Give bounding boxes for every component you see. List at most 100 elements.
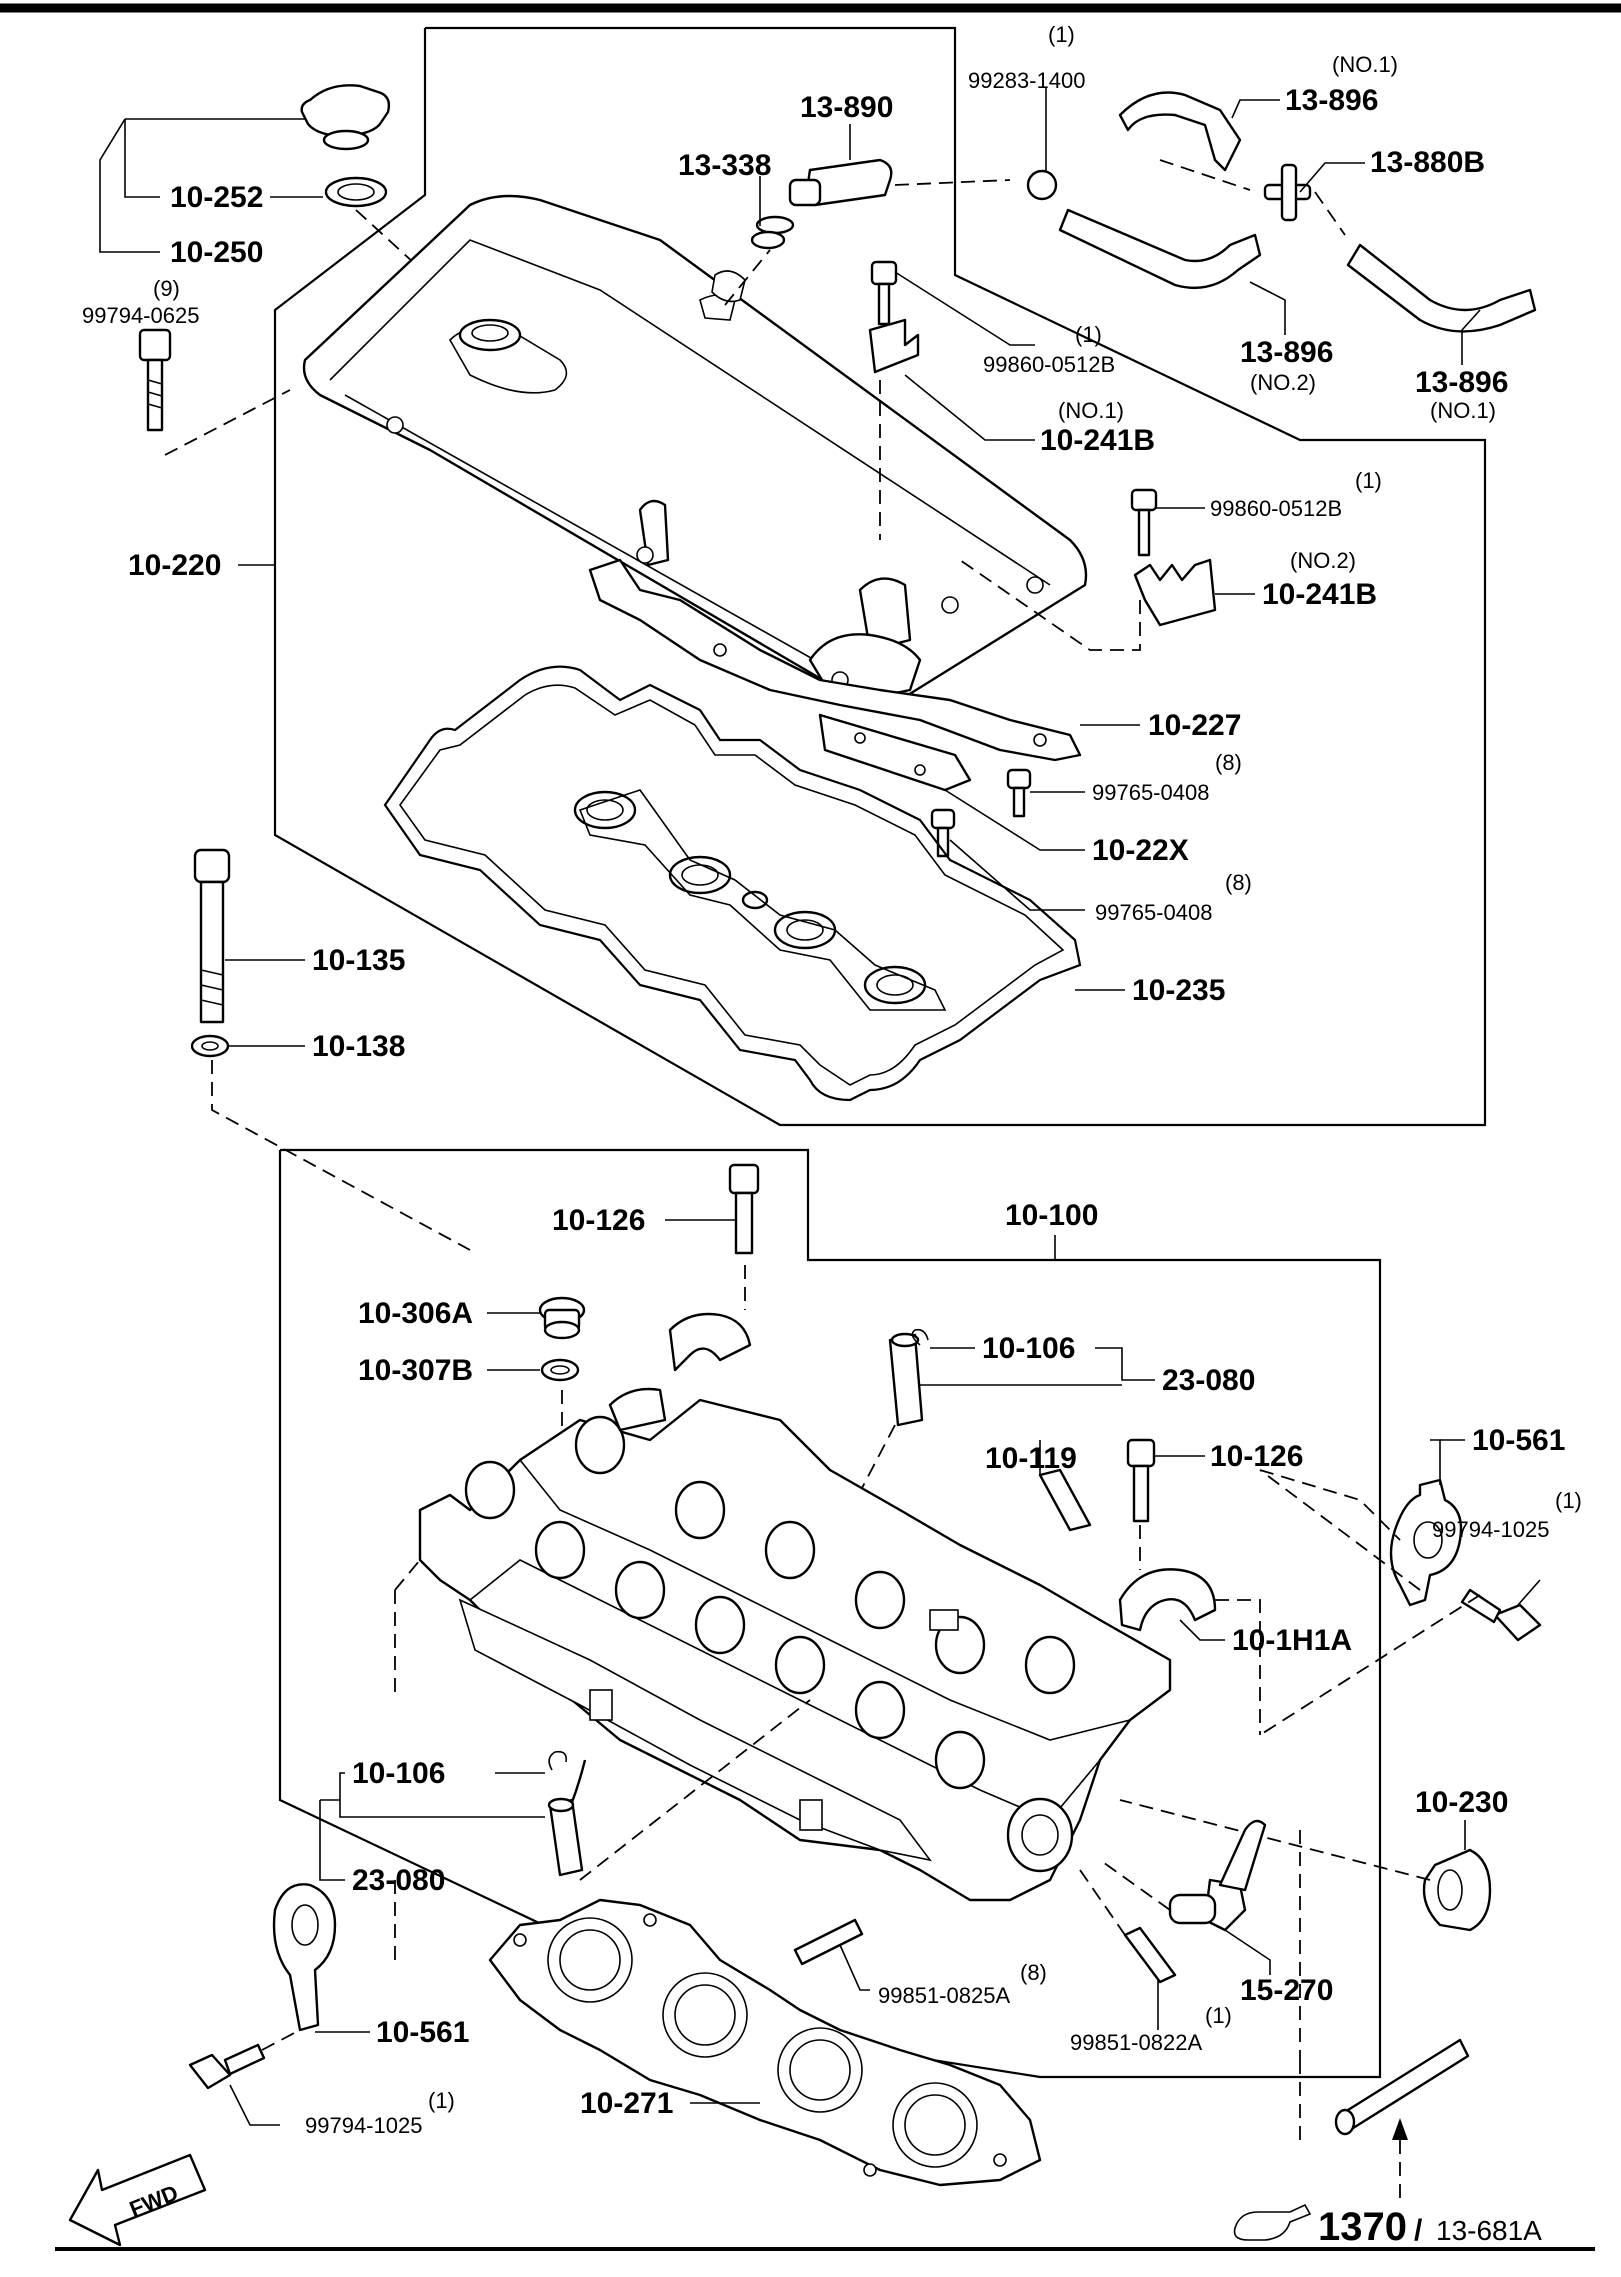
cylinder-head: [418, 1312, 1172, 1902]
dash-stud: [1079, 1869, 1126, 1936]
hand-pointer-icon: [1233, 2203, 1312, 2241]
label-10-241B-b: 10-241B: [1262, 578, 1377, 611]
label-10-135: 10-135: [312, 944, 405, 977]
label-10-1H1A: 10-1H1A: [1232, 1624, 1352, 1657]
dash-bracket-right-c: [1259, 1469, 1401, 1541]
leader-23-080-bot: [339, 1772, 545, 1818]
water-fitting: [1168, 1819, 1267, 1932]
reference-sub[interactable]: 13-681A: [1436, 2215, 1542, 2246]
stud-10-119: [1038, 1468, 1092, 1532]
label-10-235: 10-235: [1132, 974, 1225, 1007]
label-99851-0822A: 99851-0822A: [1070, 2030, 1202, 2055]
leader-13-896-mid: [1249, 281, 1286, 335]
leader-10-252: [124, 119, 160, 198]
label-10-241B-a: 10-241B: [1040, 424, 1155, 457]
label-99283: 99283-1400: [968, 68, 1085, 93]
plug-10-306a: [538, 1296, 586, 1340]
screw-99765-b: [930, 808, 956, 858]
label-13-896-mid: 13-896: [1240, 336, 1333, 369]
fwd-arrow-icon: [68, 2153, 207, 2247]
label-99765-b: 99765-0408: [1095, 900, 1212, 925]
cover-assembly-box: [273, 26, 1487, 1127]
plug-10-230: [1422, 1848, 1492, 1932]
label-10-250: 10-250: [170, 236, 263, 269]
stud-99851-0822a: [1123, 1926, 1177, 1984]
gasket-10-22x: [818, 713, 972, 792]
bolt-99794-1025-left: [188, 2043, 266, 2090]
leader-13-896-right: [1461, 309, 1481, 365]
label-10-241B-a-sub: (NO.1): [1058, 398, 1124, 423]
label-10-119: 10-119: [985, 1442, 1077, 1475]
leader-15-270: [1224, 1929, 1271, 1975]
label-10-230: 10-230: [1415, 1786, 1508, 1819]
leader-13-896-top: [1231, 99, 1280, 119]
valve-seal-top: [888, 1328, 929, 1427]
harness-bracket-no1: [868, 260, 920, 374]
label-10-126-top: 10-126: [552, 1204, 645, 1237]
label-99794-0625: 99794-0625: [82, 303, 199, 328]
dash-bolt-to-head: [211, 1060, 471, 1251]
pcv-hoses: [1026, 91, 1537, 333]
label-99860-b-qty: (1): [1355, 468, 1382, 493]
cylinder-head-cover: [302, 194, 1088, 705]
dash-bracket-b: [959, 559, 1141, 651]
label-99851-0825A-qty: (8): [1020, 1960, 1047, 1985]
bolt-99794-0625: [138, 328, 172, 432]
label-99765-a: 99765-0408: [1092, 780, 1209, 805]
label-13-896-right: 13-896: [1415, 366, 1508, 399]
head-assembly-box: [278, 1148, 1382, 2079]
dash-bolt-to-cover: [164, 389, 291, 456]
label-99794-0625-qty: (9): [153, 276, 180, 301]
label-10-106-top: 10-106: [982, 1332, 1075, 1365]
cam-cap-10-1h1a: [1118, 1568, 1217, 1632]
head-bolt: [193, 848, 231, 1024]
label-10-220: 10-220: [128, 549, 221, 582]
leader-13-880B: [1299, 162, 1365, 193]
label-13-896-top: 13-896: [1285, 84, 1378, 117]
label-15-270: 15-270: [1240, 1974, 1333, 2007]
reference-page[interactable]: 1370: [1318, 2205, 1407, 2249]
dash-pcv: [724, 249, 771, 306]
arrow-head-pipe: [1392, 2118, 1408, 2140]
stud-99851-0825a: [793, 1918, 864, 1966]
label-99860-a-qty: (1): [1075, 322, 1102, 347]
bracket-10-561-left: [272, 1883, 337, 2032]
dash-pcv-hose: [894, 179, 1011, 186]
leader-23-080-top: [1095, 1347, 1155, 1381]
label-10-126-right: 10-126: [1210, 1440, 1303, 1473]
reference-separator: /: [1414, 2214, 1423, 2247]
valve-seal-bottom: [547, 1750, 584, 1877]
label-10-106-bot: 10-106: [352, 1757, 445, 1790]
label-10-227: 10-227: [1148, 709, 1241, 742]
label-99794-1025-l-qty: (1): [428, 2088, 455, 2113]
leader-99851-0825A: [839, 1944, 870, 1991]
label-10-561-right: 10-561: [1472, 1424, 1565, 1457]
label-99851-0822A-qty: (1): [1205, 2003, 1232, 2028]
label-10-22X: 10-22X: [1092, 834, 1189, 867]
label-13-896-right-sub: (NO.1): [1430, 398, 1496, 423]
label-99851-0825A: 99851-0825A: [878, 1983, 1010, 2008]
label-99283-qty: (1): [1048, 22, 1075, 47]
bolt-99794-1025-right: [1460, 1588, 1542, 1642]
leader-10-561-right: [1430, 1439, 1441, 1485]
label-13-338: 13-338: [678, 149, 771, 182]
cam-cap-bolt-top: [728, 1163, 760, 1255]
label-99860-a: 99860-0512B: [983, 352, 1115, 377]
dash-head-left-b: [394, 1559, 421, 1591]
dash-hose-b: [1314, 191, 1346, 236]
pcv-valve: [750, 158, 893, 250]
baffle-plate: [588, 558, 1082, 762]
bracket-10-561-right: [1389, 1478, 1463, 1607]
label-13-880B: 13-880B: [1370, 146, 1485, 179]
leader-10-250: [99, 118, 160, 253]
oil-filler-cap: [300, 84, 391, 208]
screw-99765-a: [1006, 768, 1032, 818]
leader-10-1H1A: [1179, 1619, 1225, 1641]
dash-hose-a: [1159, 159, 1251, 191]
leader-99765-b: [949, 839, 1085, 911]
dash-cap-right: [1215, 1599, 1261, 1735]
leader-23-080-bot-b: [319, 1800, 345, 1881]
label-99794-1025-r: 99794-1025: [1432, 1517, 1549, 1542]
label-10-271: 10-271: [580, 2087, 673, 2120]
